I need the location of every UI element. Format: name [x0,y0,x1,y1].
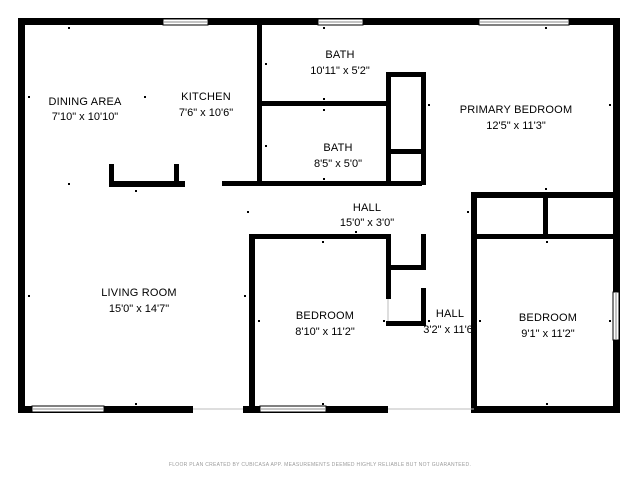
wall-closet-outer [386,72,391,185]
window-living-room [31,405,105,413]
wall-linen-top [386,265,426,270]
window-bedroom-right [612,291,620,341]
label-bedroom-center-dims: 8'10" x 11'2" [295,326,355,338]
window-primary-bedroom [478,18,570,26]
wall-linen-side [421,288,426,326]
wall-left [18,18,25,413]
wall-linen-right [421,234,426,270]
label-bedroom-center-name: BEDROOM [296,310,354,322]
dimension-ticks [28,27,611,405]
label-kitchen-name: KITCHEN [181,91,231,103]
counter-stub [109,181,185,187]
wall-primary-left [471,192,477,240]
label-bath-top-name: BATH [325,49,354,61]
wall-closet2-left [543,198,548,238]
wall-kitchen-bath [257,25,262,185]
wall-bottom-right [474,406,620,413]
wall-closet-middle [386,149,426,154]
label-primary-bedroom-name: PRIMARY BEDROOM [460,104,573,116]
window-bedroom-center [259,405,327,413]
label-living-room-dims: 15'0" x 14'7" [109,303,169,315]
footer-disclaimer: FLOOR PLAN CREATED BY CUBICASA APP. MEAS… [169,462,471,468]
wall-bedroom-left [249,234,255,413]
door-openings [193,299,474,410]
wall-closet-top [386,72,426,77]
interior-walls [109,25,613,413]
wall-linen-bottom [386,321,426,326]
counter-right [174,164,179,187]
wall-primary-bottom [476,192,613,198]
room-labels: DINING AREA 7'10" x 10'10" KITCHEN 7'6" … [48,49,577,340]
exterior-walls [18,18,620,413]
label-bedroom-right-dims: 9'1" x 11'2" [521,328,574,340]
window-kitchen [162,18,209,26]
windows [31,18,620,413]
label-hall-small-dims: 3'2" x 11'6" [423,324,476,336]
wall-right-bedroom-left [471,234,477,413]
wall-closet2-bottom [476,234,613,239]
label-hall-small-name: HALL [436,308,464,320]
label-bath-mid-dims: 8'5" x 5'0" [314,158,362,170]
label-dining-area-dims: 7'10" x 10'10" [52,111,119,123]
label-hall-main-name: HALL [353,202,381,214]
counter-left [109,164,114,187]
label-primary-bedroom-dims: 12'5" x 11'3" [486,120,546,132]
wall-right [613,18,620,413]
wall-bottom-left [18,406,193,413]
label-bath-mid-name: BATH [323,142,352,154]
wall-closet-right [421,72,426,185]
window-bath [317,18,364,26]
label-bath-top-dims: 10'11" x 5'2" [310,65,370,77]
wall-hall-top [222,181,422,186]
label-hall-main-dims: 15'0" x 3'0" [340,217,394,229]
wall-bath-divider [262,101,390,106]
wall-bedroom-top [249,234,389,239]
label-living-room-name: LIVING ROOM [101,287,177,299]
label-kitchen-dims: 7'6" x 10'6" [179,107,233,119]
label-dining-area-name: DINING AREA [48,96,122,108]
label-bedroom-right-name: BEDROOM [519,312,577,324]
